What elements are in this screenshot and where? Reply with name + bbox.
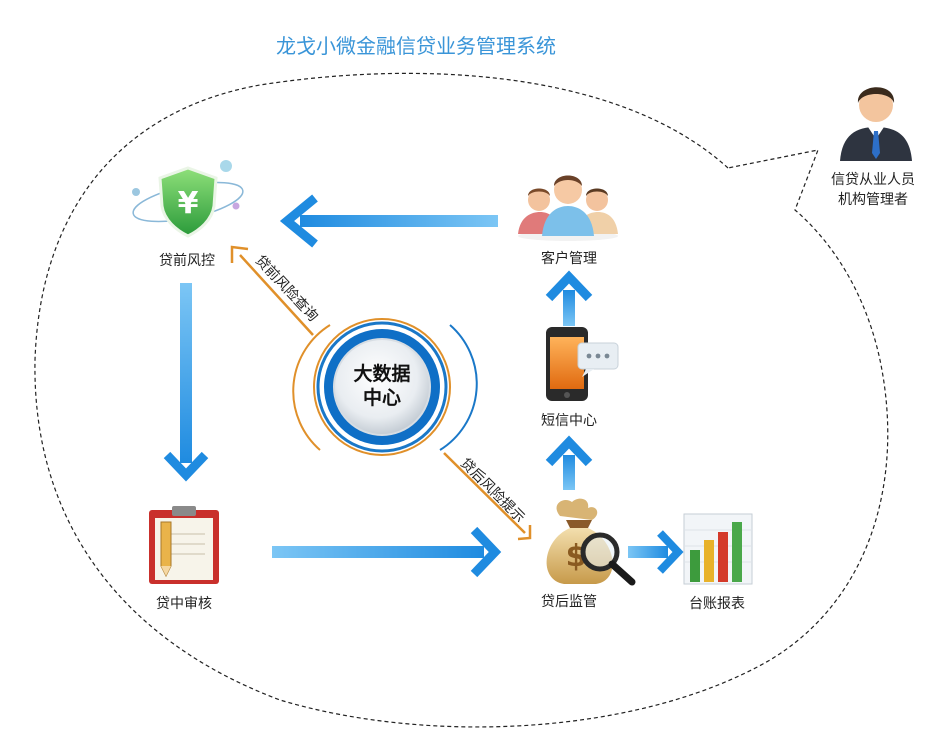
node-sms-center: 短信中心 (541, 413, 597, 429)
node-post-loan-monitor: 贷后监管 (541, 594, 597, 610)
center-label: 大数据 中心 (332, 362, 432, 410)
system-boundary (34, 72, 889, 728)
people-group-icon (518, 175, 618, 241)
phone-chat-icon (546, 327, 619, 401)
actor-label-line2: 机构管理者 (838, 192, 908, 208)
center-hub (292, 318, 478, 456)
center-label-line1: 大数据 (353, 363, 411, 385)
arrow-center-to-monitor (443, 452, 532, 541)
arrow-sms-to-customer (545, 270, 593, 326)
actor-label: 信贷从业人员 机构管理者 (818, 170, 928, 210)
arrow-center-to-risk (230, 245, 314, 336)
node-customer-mgmt: 客户管理 (541, 251, 597, 267)
node-loan-review: 贷中审核 (156, 596, 212, 612)
bar-chart-icon (683, 513, 753, 585)
money-bag-magnifier-icon: $ (546, 498, 636, 586)
diagram-title: 龙戈小微金融信贷业务管理系统 (276, 34, 556, 58)
shield-yuan-icon: ¥ (132, 160, 244, 238)
arrow-monitor-to-ledger (628, 530, 684, 574)
businessman-icon (840, 87, 912, 161)
arrow-monitor-to-sms (545, 435, 593, 490)
arrow-customer-to-risk (279, 194, 498, 248)
center-label-line2: 中心 (362, 387, 401, 409)
arrow-risk-to-review (163, 283, 209, 482)
actor-label-line1: 信贷从业人员 (831, 172, 915, 188)
arrow-review-to-monitor (272, 526, 502, 578)
svg-text:¥: ¥ (178, 186, 199, 221)
node-pre-loan-risk: 贷前风控 (159, 253, 215, 269)
node-ledger-report: 台账报表 (689, 596, 745, 612)
clipboard-pencil-icon (149, 506, 219, 584)
